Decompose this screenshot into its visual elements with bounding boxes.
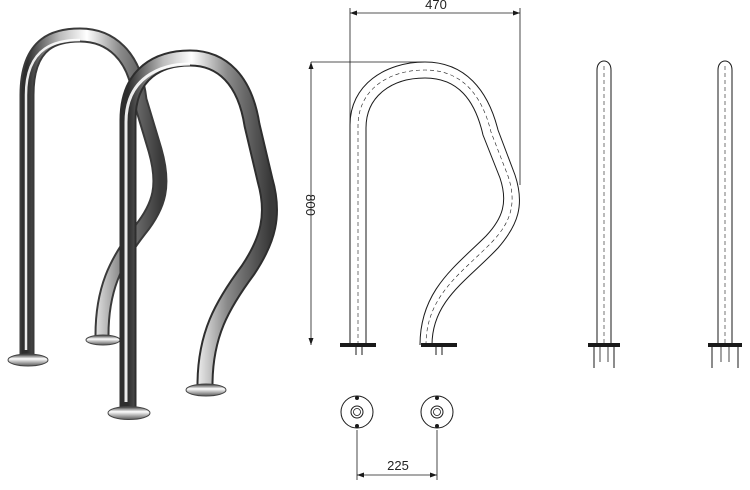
rail-outline (349, 61, 521, 346)
front-elevation-1 (588, 60, 620, 368)
flange-spacing-label: 225 (387, 458, 409, 473)
flange-spacing-dimension (356, 430, 438, 480)
handrail-photo (7, 27, 279, 420)
side-elevation-drawing: 470 800 (303, 0, 521, 355)
height-dimension (308, 61, 425, 345)
base-plate-left (340, 343, 376, 347)
flange-plan-views (340, 395, 454, 480)
front-elevation-2 (708, 60, 742, 368)
flange-left (340, 395, 374, 429)
front-rail (107, 49, 279, 420)
width-dimension-label: 470 (425, 0, 447, 12)
width-dimension (349, 8, 521, 185)
base-plate-right (421, 343, 457, 347)
flange-right (420, 395, 454, 429)
height-dimension-label: 800 (303, 194, 318, 216)
